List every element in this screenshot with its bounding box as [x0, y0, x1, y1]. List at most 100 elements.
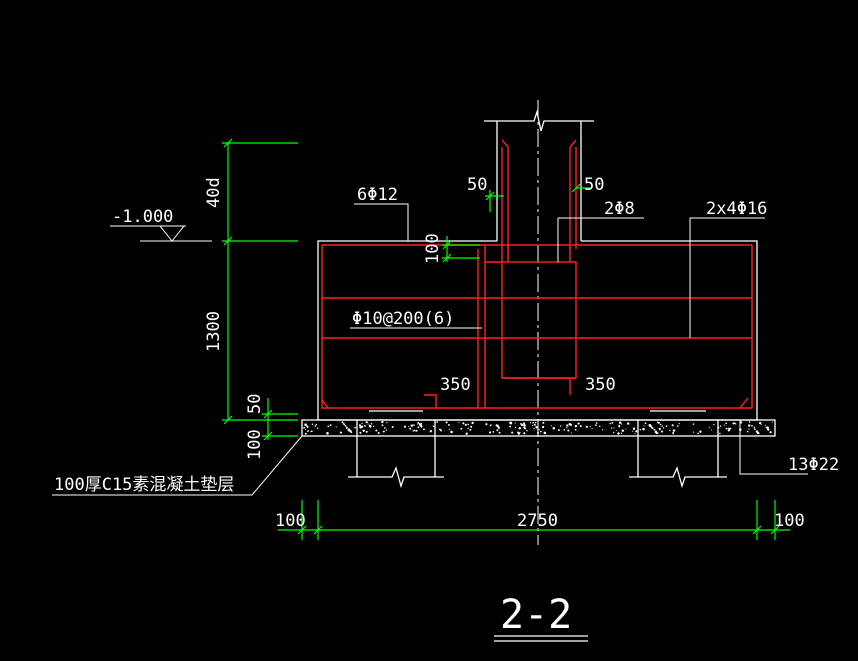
- cushion-speckle: [649, 424, 652, 428]
- cushion-speckle: [316, 427, 319, 430]
- cushion-speckle: [471, 421, 474, 425]
- cushion-speckle: [563, 428, 566, 431]
- cushion-speckle: [529, 422, 532, 424]
- cushion-speckle: [408, 426, 410, 428]
- cushion-speckle: [751, 425, 753, 427]
- cushion-speckle: [419, 424, 423, 427]
- cushion-speckle: [305, 428, 307, 430]
- cushion-speckle: [725, 427, 728, 430]
- cushion-speckle: [410, 424, 413, 427]
- dim-100-right-label: 100: [774, 511, 805, 531]
- cushion-speckle: [609, 422, 611, 425]
- leader-lines: [52, 203, 808, 496]
- cushion-speckle: [618, 425, 621, 428]
- cushion-speckle: [662, 427, 665, 429]
- dim-100-bottom-label: 100: [245, 429, 265, 460]
- cushion-speckle: [627, 422, 630, 425]
- cushion-speckle: [538, 428, 540, 431]
- cushion-speckle: [304, 423, 307, 426]
- dimension-lines: [222, 138, 790, 540]
- cushion-speckle: [658, 427, 661, 431]
- cushion-speckle: [362, 429, 365, 432]
- cushion-speckle: [534, 421, 537, 424]
- column-outline: [484, 109, 594, 241]
- cushion-speckle: [364, 425, 366, 427]
- cushion-speckle: [611, 422, 614, 424]
- cushion-speckle: [429, 430, 432, 433]
- cushion-speckle: [615, 429, 617, 432]
- cushion-speckle: [345, 427, 348, 429]
- cushion-speckle: [403, 425, 406, 428]
- cushion-speckle: [420, 422, 422, 425]
- cushion-speckle: [349, 430, 352, 433]
- cushion-speckle: [509, 425, 512, 428]
- cushion-speckle: [727, 429, 731, 432]
- cushion-speckle: [732, 422, 735, 425]
- elevation-label: -1.000: [112, 207, 173, 227]
- dim-100-left-label: 100: [275, 511, 306, 531]
- cushion-speckle: [519, 431, 521, 433]
- cushion-speckle: [532, 422, 534, 424]
- cushion-speckle: [620, 423, 623, 425]
- cushion-speckle: [613, 431, 615, 434]
- cushion-speckle: [697, 432, 699, 435]
- cushion-speckle: [550, 425, 553, 427]
- cushion-speckle: [346, 427, 348, 429]
- cushion-speckle: [533, 423, 536, 426]
- cushion-speckle: [413, 429, 415, 431]
- cushion-speckle: [447, 423, 450, 426]
- cushion-speckle: [462, 422, 465, 425]
- cushion-speckle: [440, 429, 443, 432]
- cushion-speckle: [723, 424, 725, 426]
- cushion-speckle: [595, 422, 598, 424]
- cushion-speckle: [526, 429, 528, 432]
- cushion-speckle: [385, 429, 388, 431]
- cushion-speckle: [577, 422, 580, 425]
- cushion-speckle: [735, 423, 737, 425]
- cushion-speckle: [574, 424, 578, 428]
- cushion-speckle: [585, 425, 588, 428]
- cushion-speckle: [713, 423, 715, 426]
- pile-right: [629, 410, 727, 489]
- cushion-speckle: [725, 422, 728, 425]
- cushion-speckle: [632, 427, 636, 430]
- cushion-speckle: [566, 424, 569, 427]
- cushion-speckle: [414, 430, 416, 432]
- cushion-speckle: [642, 427, 645, 431]
- cushion-speckle: [348, 430, 350, 432]
- cushion-speckle: [541, 425, 545, 429]
- cushion-speckle: [661, 425, 663, 427]
- cushion-speckle: [753, 427, 755, 429]
- cushion-speckle: [469, 428, 472, 431]
- cushion-speckle: [520, 423, 524, 427]
- cushion-speckle: [314, 425, 317, 427]
- cushion-speckle: [719, 432, 721, 435]
- cushion-speckle: [567, 429, 570, 432]
- cushion-speckle: [409, 427, 412, 430]
- cushion-speckle: [418, 422, 420, 425]
- cushion-speckle: [699, 430, 702, 433]
- cushion-speckle: [391, 426, 394, 428]
- cushion-speckle: [678, 423, 680, 425]
- cushion-speckle: [509, 421, 512, 425]
- cushion-speckle: [620, 432, 623, 434]
- dim-50-right-label: 50: [584, 175, 604, 195]
- cushion-speckle: [657, 422, 660, 424]
- cushion-speckle: [370, 423, 373, 425]
- cushion-speckle: [412, 430, 414, 432]
- cushion-speckle: [368, 424, 371, 427]
- cushion-speckle: [306, 426, 309, 428]
- cushion-speckle: [734, 422, 736, 424]
- cushion-speckle: [492, 431, 495, 433]
- cushion-speckle: [375, 429, 378, 432]
- cushion-speckle: [359, 424, 362, 427]
- cushion-speckle: [361, 422, 363, 425]
- cushion-speckle: [345, 425, 347, 427]
- rebar-6phi12-label: 6Φ12: [357, 185, 398, 205]
- cushion-speckle: [719, 425, 722, 427]
- cushion-speckle: [748, 421, 751, 423]
- cushion-speckle: [386, 422, 388, 424]
- cushion-speckle: [522, 422, 526, 425]
- cushion-speckle: [485, 423, 488, 426]
- cushion-speckle: [518, 426, 522, 430]
